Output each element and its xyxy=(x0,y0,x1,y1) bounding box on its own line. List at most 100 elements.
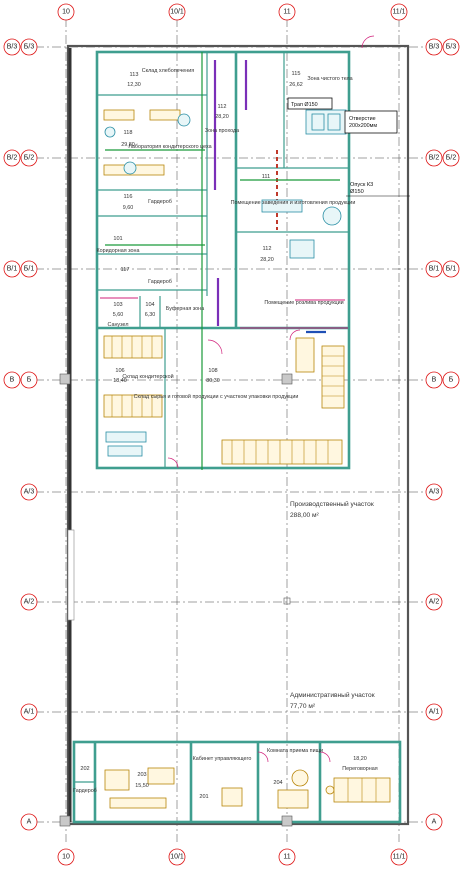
room-103-area: 5,60 xyxy=(113,312,124,318)
axis-bubble-row-right-a: В xyxy=(425,371,443,389)
building-outline xyxy=(66,44,410,826)
svg-text:10/1: 10/1 xyxy=(170,9,184,16)
room-117-number: 117 xyxy=(121,267,130,273)
room-113-name: Склад хлебопечения xyxy=(142,68,194,74)
axis-bubble-row-right: А/2 xyxy=(425,593,443,611)
room-112-number: 112 xyxy=(218,104,227,110)
svg-text:10: 10 xyxy=(62,9,70,16)
svg-text:А: А xyxy=(27,819,32,826)
grid-rows xyxy=(35,46,428,823)
zone-admin: Административный участок 77,70 м² xyxy=(290,691,375,710)
svg-text:Б/3: Б/3 xyxy=(446,44,457,51)
axis-bubble-row-left-a: В xyxy=(3,371,21,389)
svg-text:11/1: 11/1 xyxy=(392,854,405,861)
room-106-number: 106 xyxy=(115,368,124,374)
svg-text:11: 11 xyxy=(283,9,290,16)
room-116-name: Гардероб xyxy=(148,199,172,205)
room-205-area: 18,20 xyxy=(353,756,367,762)
room-115-number: 115 xyxy=(292,71,301,77)
room-112b-number: 112 xyxy=(263,246,272,252)
axis-bubble-row-right: А/1 xyxy=(425,703,443,721)
room-206-name: Гардероб xyxy=(73,788,97,794)
room-116-number: 116 xyxy=(124,194,133,200)
axis-bubble-col-11-1-top: 11/1 xyxy=(390,3,408,21)
zone-admin-area: 77,70 м² xyxy=(290,703,316,710)
svg-text:Б/1: Б/1 xyxy=(446,266,457,273)
axis-bubble-row-left-b: Б xyxy=(20,371,38,389)
axis-bubble-row-right-a: В/2 xyxy=(425,149,443,167)
room-111-name: Помещение заведения и изготовления проду… xyxy=(231,200,356,206)
room-108-name: Склад сырья и готовой продукции с участк… xyxy=(134,393,299,400)
room-112-name: Зона прохода xyxy=(205,128,239,134)
svg-text:А/2: А/2 xyxy=(24,599,35,606)
zone-production: Производственный участок 288,00 м² xyxy=(290,500,374,519)
svg-text:10/1: 10/1 xyxy=(170,854,184,861)
axis-bubble-col-10-1-bottom: 10/1 xyxy=(168,848,186,866)
production-walls xyxy=(95,50,351,470)
doors xyxy=(167,35,375,763)
room-108-area: 80,30 xyxy=(206,378,220,384)
furniture xyxy=(103,109,391,809)
svg-text:Б/2: Б/2 xyxy=(446,155,457,162)
room-105-name: Склад кондитерской xyxy=(122,373,173,380)
axis-bubble-row-right-b: Б/1 xyxy=(442,260,460,278)
axis-bubble-row-right-a: В/3 xyxy=(425,38,443,56)
axis-bubble-col-11-top: 11 xyxy=(278,3,296,21)
room-115-name: Зона чистого тела xyxy=(307,76,352,82)
svg-text:В/1: В/1 xyxy=(429,266,440,273)
room-104-name: Буферная зона xyxy=(166,306,204,312)
axis-bubble-row-right-a: В/1 xyxy=(425,260,443,278)
room-104-area: 6,30 xyxy=(145,312,156,318)
svg-text:11: 11 xyxy=(283,854,290,861)
axis-bubble-col-10-1-top: 10/1 xyxy=(168,3,186,21)
room-204-name: Комната приема пищи xyxy=(267,748,323,754)
axis-bubble-row-left-a: В/1 xyxy=(3,260,21,278)
zone-production-area: 288,00 м² xyxy=(290,512,320,519)
room-203-area: 15,50 xyxy=(135,783,149,789)
room-111-number: 111 xyxy=(262,174,271,180)
room-201-name: Кабинет управляющего xyxy=(193,756,252,762)
svg-text:В/3: В/3 xyxy=(7,44,18,51)
svg-text:В: В xyxy=(10,377,15,384)
room-118-name: Лаборатория кондитерского цеха xyxy=(128,144,211,150)
room-108-number: 108 xyxy=(208,368,217,374)
room-115-area: 26,62 xyxy=(289,82,303,88)
admin-walls xyxy=(72,740,402,824)
room-112-area: 28,20 xyxy=(215,114,229,120)
room-labels: 113 12,30 Склад хлебопечения 118 29,80 Л… xyxy=(73,68,378,800)
axis-bubble-col-10-bottom: 10 xyxy=(57,848,75,866)
axis-bubble-row-left-a: В/2 xyxy=(3,149,21,167)
axis-bubble-col-10-top: 10 xyxy=(57,3,75,21)
axis-bubble-row-left: А/3 xyxy=(20,483,38,501)
grid-columns xyxy=(65,18,400,842)
axis-bubble-row-left-b: Б/3 xyxy=(20,38,38,56)
room-113-number: 113 xyxy=(130,72,139,78)
svg-text:В: В xyxy=(432,377,437,384)
zone-production-title: Производственный участок xyxy=(290,500,374,508)
axis-bubble-row-left-b: Б/2 xyxy=(20,149,38,167)
svg-text:А/3: А/3 xyxy=(24,489,35,496)
axis-bubble-row-left: А xyxy=(20,813,38,831)
room-203-number: 203 xyxy=(137,772,146,778)
svg-text:Б/3: Б/3 xyxy=(24,44,35,51)
axis-bubble-col-11-bottom: 11 xyxy=(278,848,296,866)
axis-bubble-row-right-b: Б/3 xyxy=(442,38,460,56)
room-201-number: 201 xyxy=(199,794,208,800)
axis-bubble-row-left: А/1 xyxy=(20,703,38,721)
axis-bubble-col-11-1-bottom: 11/1 xyxy=(390,848,408,866)
svg-text:А/1: А/1 xyxy=(429,709,440,716)
zone-admin-title: Административный участок xyxy=(290,691,375,699)
svg-text:11/1: 11/1 xyxy=(392,9,405,16)
room-103-name: Санузел xyxy=(108,322,129,328)
room-101-name: Коридорная зона xyxy=(96,248,139,254)
room-104-number: 104 xyxy=(145,302,154,308)
svg-text:Б: Б xyxy=(449,377,454,384)
svg-text:10: 10 xyxy=(62,854,70,861)
room-103-number: 103 xyxy=(113,302,122,308)
room-118-number: 118 xyxy=(124,130,133,136)
